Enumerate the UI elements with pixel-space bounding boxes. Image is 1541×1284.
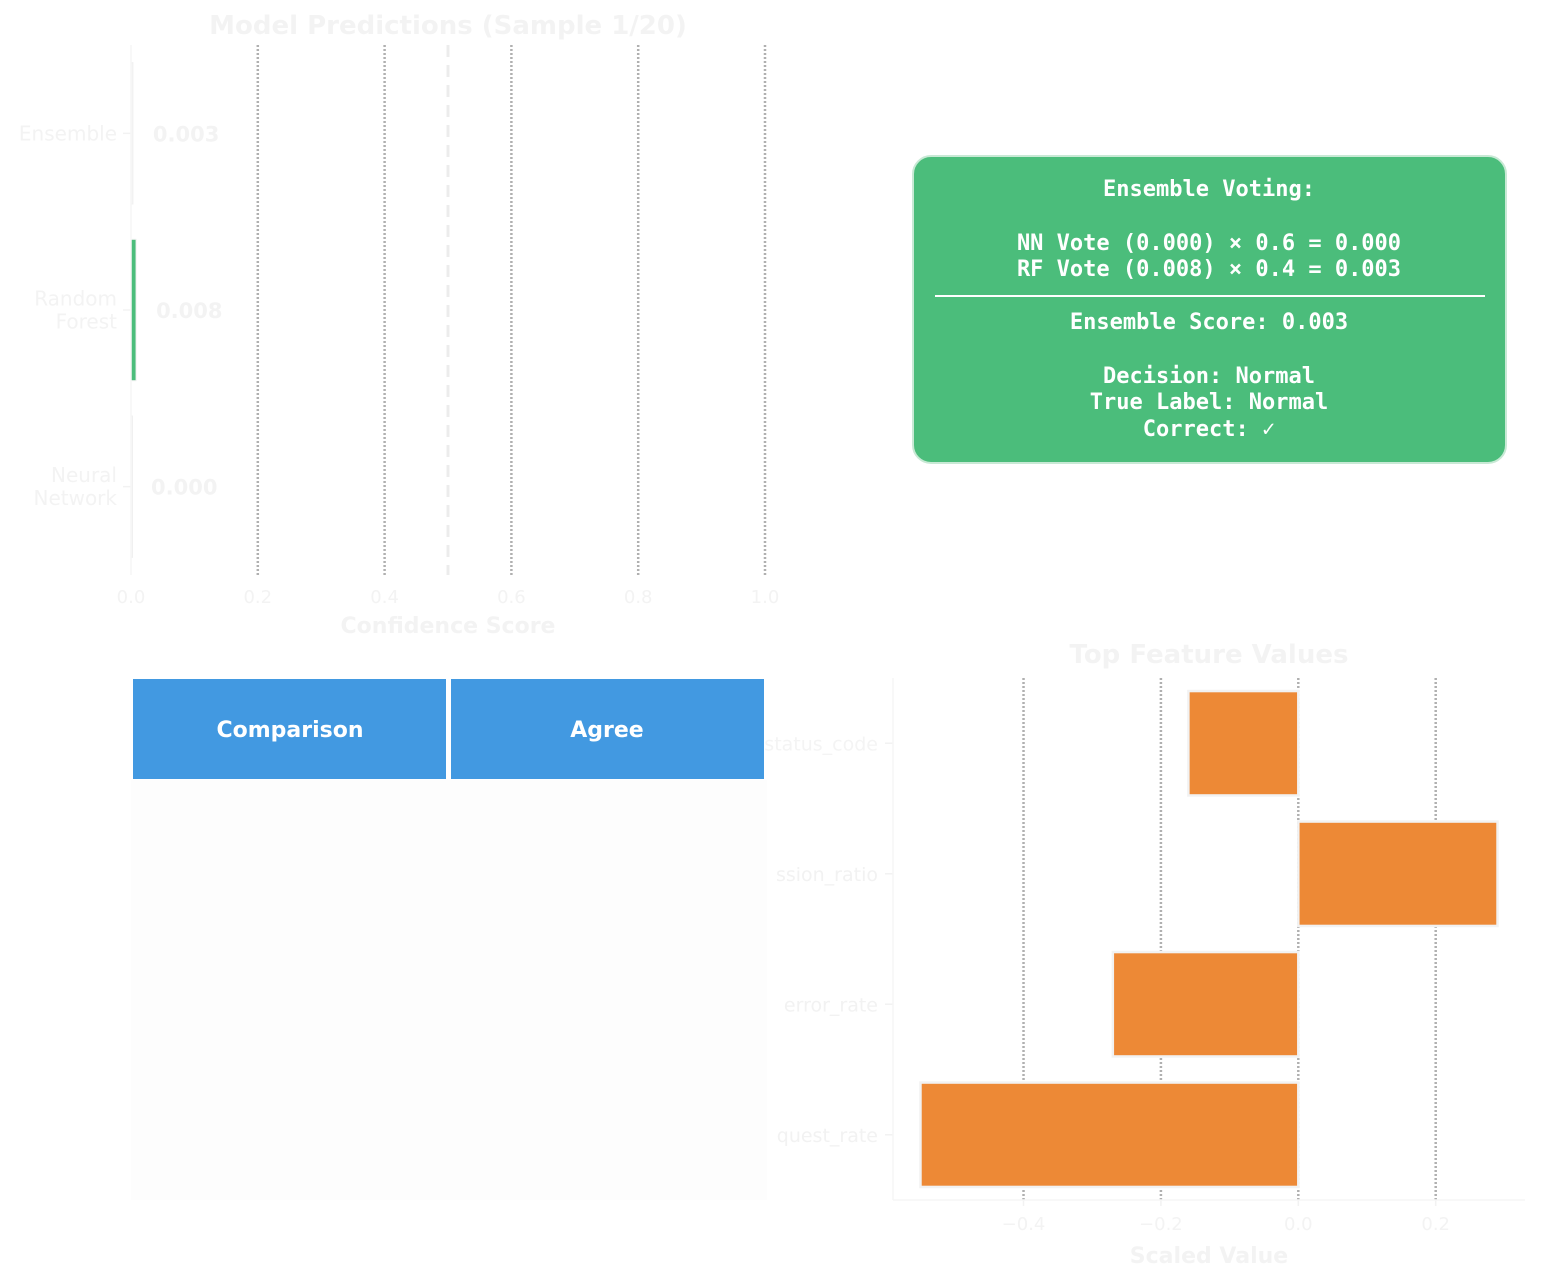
voting-title: Ensemble Voting: bbox=[1103, 177, 1315, 202]
predictions-x-tick-label: 1.0 bbox=[751, 587, 780, 608]
predictions-category-label: Ensemble bbox=[19, 121, 117, 145]
table-body bbox=[131, 780, 767, 1200]
comparison-table: Comparison Agree bbox=[131, 679, 767, 1200]
voting-true-label-line: True Label: Normal bbox=[1090, 390, 1328, 415]
predictions-x-tick-labels: 0.0 0.2 0.4 0.6 0.8 1.0 bbox=[117, 587, 780, 608]
features-x-axis-label: Scaled Value bbox=[1130, 1244, 1288, 1269]
features-category-label: error_rate bbox=[784, 994, 878, 1016]
predictions-value-label: 0.000 bbox=[151, 476, 217, 500]
features-x-tick-label: 0.2 bbox=[1421, 1214, 1450, 1235]
predictions-category-label: Random bbox=[34, 287, 117, 311]
voting-rf-line: RF Vote (0.008) × 0.4 = 0.003 bbox=[1017, 257, 1401, 282]
features-bar bbox=[1111, 950, 1300, 1058]
features-bars bbox=[919, 689, 1499, 1189]
predictions-chart-title: Model Predictions (Sample 1/20) bbox=[209, 11, 687, 41]
features-category-label: status_code bbox=[764, 733, 878, 755]
predictions-category-label: Neural bbox=[51, 463, 117, 487]
predictions-x-tick-label: 0.6 bbox=[497, 587, 526, 608]
features-gridlines bbox=[1022, 678, 1437, 1200]
model-predictions-chart: Model Predictions (Sample 1/20) Ensemble… bbox=[19, 11, 779, 639]
predictions-x-tick-label: 0.8 bbox=[624, 587, 653, 608]
features-category-label: quest_rate bbox=[777, 1125, 878, 1147]
predictions-category-label: Forest bbox=[56, 310, 118, 334]
voting-box-background bbox=[912, 155, 1507, 464]
features-bar bbox=[1297, 820, 1499, 928]
predictions-bar bbox=[130, 238, 137, 382]
predictions-x-axis-label: Confidence Score bbox=[341, 614, 556, 639]
predictions-gridlines bbox=[256, 45, 767, 575]
features-chart-title: Top Feature Values bbox=[1070, 640, 1349, 670]
table-header-comparison-cell bbox=[133, 679, 446, 779]
features-bar bbox=[1187, 689, 1300, 797]
features-x-tick-label: −0.2 bbox=[1139, 1214, 1183, 1235]
voting-decision-line: Decision: Normal bbox=[1103, 364, 1315, 389]
table-header-agree: Agree bbox=[570, 718, 643, 743]
predictions-x-tick-label: 0.2 bbox=[243, 587, 272, 608]
predictions-x-tick-label: 0.0 bbox=[117, 587, 146, 608]
predictions-value-label: 0.003 bbox=[153, 122, 219, 146]
table-header-comparison: Comparison bbox=[216, 718, 363, 743]
predictions-bars bbox=[130, 62, 137, 558]
feature-values-chart: Top Feature Values status_code ssion_rati… bbox=[764, 640, 1525, 1269]
predictions-value-labels: 0.003 0.008 0.000 bbox=[151, 122, 223, 499]
table-header-agree-cell bbox=[451, 679, 764, 779]
ensemble-voting-box: Ensemble Voting: NN Vote (0.000) × 0.6 =… bbox=[912, 155, 1507, 464]
voting-score-line: Ensemble Score: 0.003 bbox=[1070, 310, 1348, 335]
voting-nn-line: NN Vote (0.000) × 0.6 = 0.000 bbox=[1017, 231, 1401, 256]
features-x-tick-label: 0.0 bbox=[1284, 1214, 1313, 1235]
features-x-tick-label: −0.4 bbox=[1002, 1214, 1046, 1235]
features-bar bbox=[919, 1081, 1300, 1189]
predictions-x-tick-label: 0.4 bbox=[370, 587, 399, 608]
features-category-labels: status_code ssion_ratio error_rate quest_ra… bbox=[764, 733, 893, 1147]
features-x-tick-labels: −0.4 −0.2 0.0 0.2 bbox=[1002, 1200, 1450, 1235]
predictions-value-label: 0.008 bbox=[156, 299, 222, 323]
predictions-category-label: Network bbox=[33, 486, 117, 510]
features-category-label: ssion_ratio bbox=[776, 864, 878, 886]
voting-correct-line: Correct: ✓ bbox=[1143, 417, 1275, 442]
